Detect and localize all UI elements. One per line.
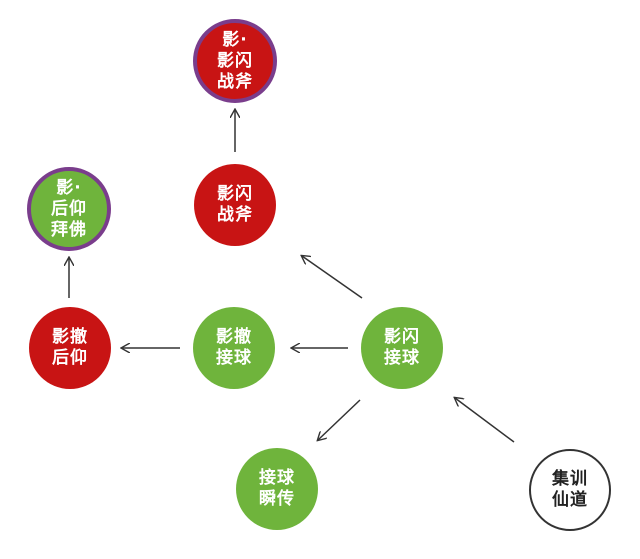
node-flash-catch: 影闪 接球 xyxy=(361,307,443,389)
node-label: 影· 影闪 战斧 xyxy=(217,29,253,92)
node-label: 影· 后仰 拜佛 xyxy=(51,177,87,240)
node-label: 影闪 战斧 xyxy=(217,184,253,225)
node-flash-axe: 影闪 战斧 xyxy=(194,164,276,246)
node-label: 集训 仙道 xyxy=(552,469,588,510)
arrow-flash-catch-to-catch-pass xyxy=(318,399,361,440)
node-training: 集训 仙道 xyxy=(529,449,611,531)
node-shadow-back-bow: 影· 后仰 拜佛 xyxy=(27,167,111,251)
node-withdraw-catch: 影撤 接球 xyxy=(193,307,275,389)
node-label: 影闪 接球 xyxy=(384,327,420,368)
node-shadow-flash-axe: 影· 影闪 战斧 xyxy=(193,19,277,103)
arrow-training-to-flash-catch xyxy=(455,398,515,443)
arrow-flash-catch-to-flash-axe xyxy=(302,256,363,299)
node-withdraw-back: 影撤 后仰 xyxy=(29,307,111,389)
node-label: 接球 瞬传 xyxy=(259,468,295,509)
node-label: 影撤 接球 xyxy=(216,327,252,368)
node-label: 影撤 后仰 xyxy=(52,327,88,368)
node-catch-pass: 接球 瞬传 xyxy=(236,448,318,530)
